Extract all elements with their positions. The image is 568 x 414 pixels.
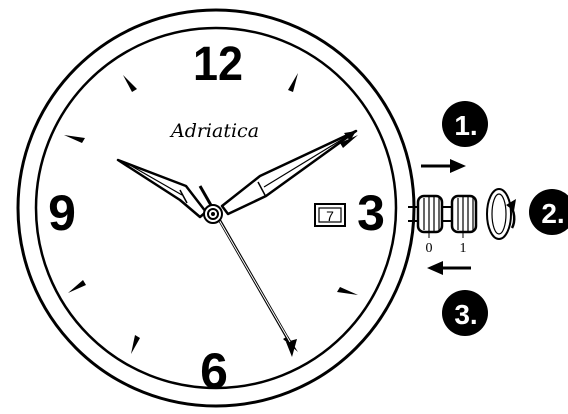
numeral-6: 6 [200, 343, 228, 399]
step-2-number: 2. [541, 198, 564, 229]
push-arrow-icon [427, 261, 471, 275]
step-1-number: 1. [454, 110, 477, 141]
rotate-indicator [487, 189, 516, 239]
numeral-9: 9 [48, 185, 76, 241]
step-3-number: 3. [454, 299, 477, 330]
crown-position-label-0: 0 [426, 241, 433, 256]
pull-arrow-icon [421, 159, 466, 173]
step-2-badge: 2. [529, 189, 568, 235]
step-1-badge: 1. [442, 101, 488, 147]
date-window: 7 [315, 204, 345, 226]
date-value: 7 [326, 208, 334, 224]
numeral-12: 12 [193, 38, 243, 91]
brand-logo: Adriatica [169, 120, 259, 142]
crown-position-labels: 0 1 [426, 232, 467, 256]
center-pinion [204, 205, 222, 223]
crown-position-1 [442, 196, 476, 232]
numeral-3: 3 [357, 185, 385, 241]
crown-position-label-1: 1 [460, 241, 467, 256]
step-3-badge: 3. [442, 290, 488, 336]
